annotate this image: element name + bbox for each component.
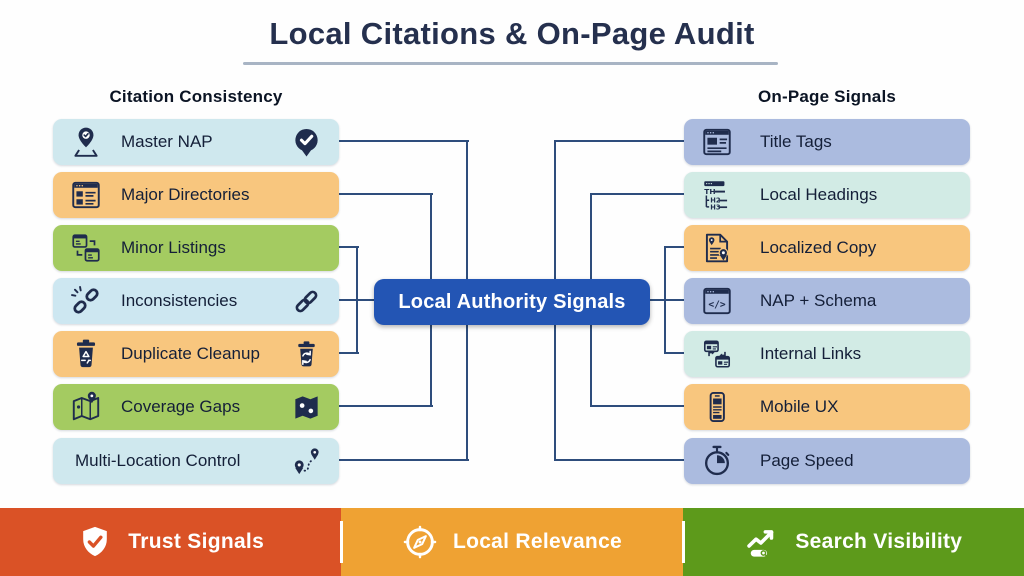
footer-segment-label: Search Visibility [795,530,963,553]
connector-line [590,193,685,195]
footer-segment-search-visibility: Search Visibility [681,508,1024,576]
pin-badge-check-icon [285,127,327,158]
svg-text:TH: TH [704,187,715,196]
heading-structure-icon: TH H2 H3 [696,178,738,212]
chain-link-icon [285,286,327,317]
browser-page-icon [696,125,738,159]
item-label: Minor Listings [121,238,226,257]
item-label: Master NAP [121,132,213,151]
page-title: Local Citations & On-Page Audit [269,16,755,51]
left-column-header: Citation Consistency [109,87,283,106]
item-label: NAP + Schema [760,291,877,310]
central-node: Local Authority Signals [374,279,650,325]
connector-line [590,405,685,407]
connector-line [648,299,685,301]
smartphone-icon [696,390,738,424]
map-markers-icon [285,392,327,423]
footer-segment-trust-signals: Trust Signals [0,508,342,576]
linked-pages-icon [696,337,738,371]
trending-search-icon [744,524,780,560]
item-label: Internal Links [760,344,862,363]
shield-check-icon [77,524,113,560]
connector-line [339,405,433,407]
item-label: Duplicate Cleanup [121,344,260,363]
item-multi-location-control: Multi-Location Control [53,438,339,484]
broken-link-icon [65,284,107,318]
item-localized-copy: Localized Copy [684,225,970,271]
footer-bar: Trust Signals Local Relevance Search Vis… [0,508,1024,576]
directory-listing-icon [65,178,107,212]
compass-icon [402,524,438,560]
item-local-headings: TH H2 H3 Local Headings [684,172,970,218]
connector-line [356,246,358,354]
item-page-speed: Page Speed [684,438,970,484]
map-pin-check-icon [65,125,107,159]
item-title-tags: Title Tags [684,119,970,165]
title-underline [243,62,778,65]
footer-segment-label: Local Relevance [452,530,623,553]
item-label: Local Headings [760,185,878,204]
item-label: Mobile UX [760,397,839,416]
item-label: Multi-Location Control [75,451,241,470]
document-pin-icon [696,231,738,265]
connector-line [554,140,685,142]
connector-line [339,193,433,195]
item-label: Coverage Gaps [121,397,241,416]
item-minor-listings: Minor Listings [53,225,339,271]
item-label: Page Speed [760,451,854,470]
connector-line [664,246,685,248]
connector-line [339,246,359,248]
svg-text:H2: H2 [710,197,721,205]
connector-line [339,459,469,461]
item-mobile-ux: Mobile UX [684,384,970,430]
route-pins-icon [285,446,327,477]
item-coverage-gaps: Coverage Gaps [53,384,339,430]
item-label: Localized Copy [760,238,877,257]
connector-line [339,352,359,354]
item-internal-links: Internal Links [684,331,970,377]
central-node-label: Local Authority Signals [398,290,626,313]
item-label: Major Directories [121,185,250,204]
trash-refresh-icon [285,339,327,370]
dual-listings-icon [65,231,107,265]
connector-line [664,246,666,354]
trash-recycle-icon [65,337,107,371]
right-column-header: On-Page Signals [757,87,897,106]
item-label: Inconsistencies [121,291,238,310]
item-nap-schema: </> NAP + Schema [684,278,970,324]
item-inconsistencies: Inconsistencies [53,278,339,324]
svg-text:</>: </> [708,299,725,310]
item-major-directories: Major Directories [53,172,339,218]
stopwatch-icon [696,444,738,478]
item-duplicate-cleanup: Duplicate Cleanup [53,331,339,377]
item-master-nap: Master NAP [53,119,339,165]
item-label: Title Tags [760,132,832,151]
connector-line [554,459,685,461]
code-window-icon: </> [696,284,738,318]
footer-segment-local-relevance: Local Relevance [340,508,683,576]
svg-text:H3: H3 [710,203,721,211]
map-pin-icon [65,390,107,424]
connector-line [339,140,469,142]
connector-line [664,352,685,354]
footer-segment-label: Trust Signals [128,530,265,553]
